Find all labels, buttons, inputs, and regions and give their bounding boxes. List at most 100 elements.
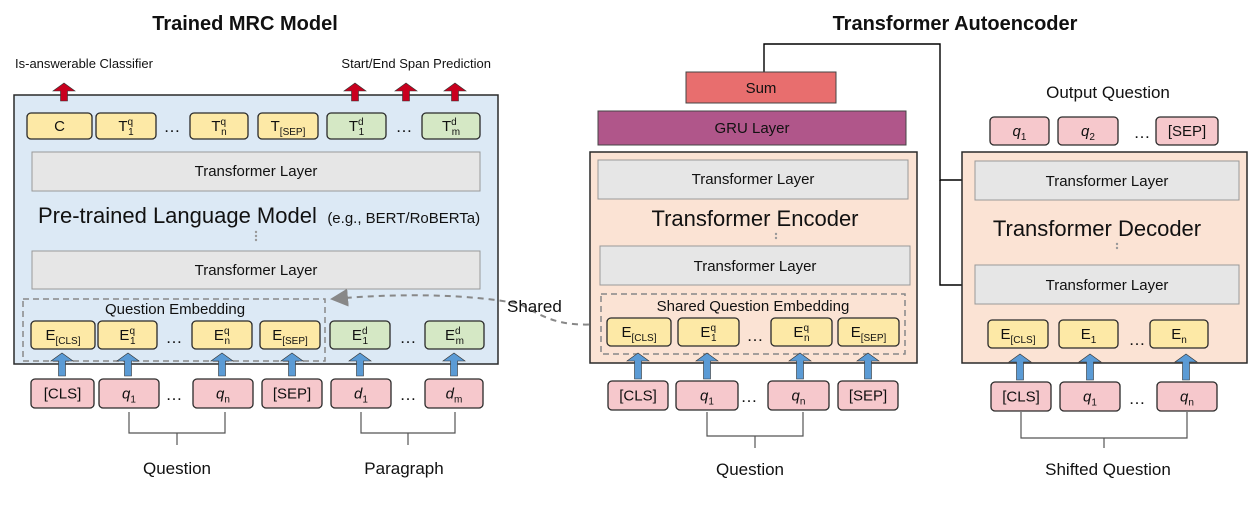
mrc-embedding-token-3-box [259,320,321,350]
mrc-input-token-5-text: dm [446,386,463,406]
mrc-transformer-layer-bottom-label: Transformer Layer [195,262,318,279]
mrc-input-token-4-box [330,378,392,409]
mrc-embedding-token-3-main: E [272,327,282,344]
mrc-embedding-token-1-sub: 1 [130,336,136,347]
mrc-embedding-token-0-sub: [CLS] [56,336,81,347]
span-prediction-label: Start/End Span Prediction [341,56,491,71]
encoder-embedding-token-3-box [837,317,900,347]
ellipsis: … [396,117,413,136]
mrc-output-token-1-main: T [118,118,127,135]
mrc-embedding-token-3: E[SEP] [259,320,321,350]
encoder-input-token-3-text: [SEP] [849,388,887,405]
gru-layer [597,110,907,146]
mrc-input-token-1: q1 [98,378,160,409]
mrc-embedding-token-0-main: E [45,327,55,344]
decoder-blue-arrow-1 [1078,353,1102,381]
mrc-input-token-5-sub: m [454,395,462,406]
encoder-transformer-layer-top [597,159,909,200]
sum-label: Sum [746,80,777,97]
decoder-output-token-1-main: q [1081,123,1090,140]
mrc-input-token-3-main: [SEP] [273,386,311,403]
decoder-embedding-token-2-text: En [1171,326,1187,346]
mrc-input-token-2-sub: n [224,395,230,406]
mrc-embedding-token-5-sup: d [455,326,461,337]
decoder-embedding-token-2-main: E [1171,326,1181,343]
mrc-output-token-2-main: T [211,118,220,135]
mrc-output-token-0-box [26,112,93,140]
encoder-embedding-token-0-box [606,317,672,347]
mrc-input-token-5-main: d [446,386,455,403]
decoder-input-token-0-text: [CLS] [1002,389,1040,406]
decoder-embedding-token-0-main: E [1000,326,1010,343]
mrc-input-token-1-main: q [122,386,131,403]
encoder-input-token-2-sub: n [800,397,806,408]
ellipsis: … [400,385,417,404]
decoder-transformer-layer-bottom [974,264,1240,305]
question-embedding-label: Question Embedding [105,301,245,318]
encoder-question-label: Question [716,460,784,479]
decoder-input-token-2-sub: n [1188,398,1194,409]
question-bracket [128,412,226,445]
ellipsis: … [741,387,758,406]
decoder-embedding-token-1-main: E [1081,326,1091,343]
red-arrow-0 [52,82,76,102]
mrc-embedding-token-2-sup: q [224,326,230,337]
mrc-input-token-0: [CLS] [30,378,95,409]
decoder-embedding-token-0: E[CLS] [987,319,1049,349]
ellipsis: … [166,385,183,404]
encoder-blue-arrow-0 [626,352,650,380]
decoder-input-token-1-text: q1 [1083,389,1097,409]
mrc-transformer-layer-bottom [31,250,481,290]
ellipsis: … [747,326,764,345]
mrc-output-token-1-sub: 1 [128,127,134,138]
encoder-input-token-2-main: q [792,388,801,405]
encoder-name: Transformer Encoder [651,206,858,231]
encoder-input-token-0-box [607,380,669,411]
mrc-input-token-1-sub: 1 [130,395,136,406]
prediction-arrows [52,82,467,102]
mrc-output-token-4-sup: d [358,117,364,128]
encoder-question-bracket [706,412,804,448]
encoder-blue-arrow-3 [856,352,880,380]
mrc-model-panel [13,94,499,365]
decoder-input-token-2-box [1156,381,1218,412]
paragraph-bracket [360,412,456,445]
decoder-input-token-1-main: q [1083,389,1092,406]
encoder-embedding-token-1-main: E [700,324,710,341]
decoder-input-token-2-text: qn [1180,389,1194,409]
question-label: Question [143,459,211,478]
mrc-output-token-3: T[SEP] [257,112,319,140]
left-title: Trained MRC Model [152,13,338,35]
decoder-input-token-1-box [1059,381,1121,412]
mrc-input-token-1-box [98,378,160,409]
decoder-output-token-1-box [1057,116,1119,146]
mrc-input-token-1-text: q1 [122,386,136,406]
decoder-output-token-1-sub: 2 [1089,132,1095,143]
decoder-output-token-1-text: q2 [1081,123,1095,143]
encoder-input-token-1-box [675,380,739,411]
mrc-output-token-3-text: T[SEP] [271,118,306,138]
encoder-input-token-0: [CLS] [607,380,669,411]
red-arrow-1 [343,82,367,102]
encoder-input-token-3-main: [SEP] [849,388,887,405]
mrc-embedding-token-2-main: E [214,327,224,344]
gru-label: GRU Layer [714,120,789,137]
mrc-output-token-0-text: C [54,118,65,135]
mrc-embedding-token-2-box [191,320,253,350]
encoder-embedding-token-3-text: E[SEP] [851,324,887,344]
shared-arrow [330,288,601,326]
ellipsis: … [1129,389,1146,408]
decoder-output-token-1: q2 [1057,116,1119,146]
decoder-embedding-token-1-text: E1 [1081,326,1097,346]
mrc-output-token-1-sup: q [128,117,134,128]
mrc-input-token-3-box [261,378,323,409]
